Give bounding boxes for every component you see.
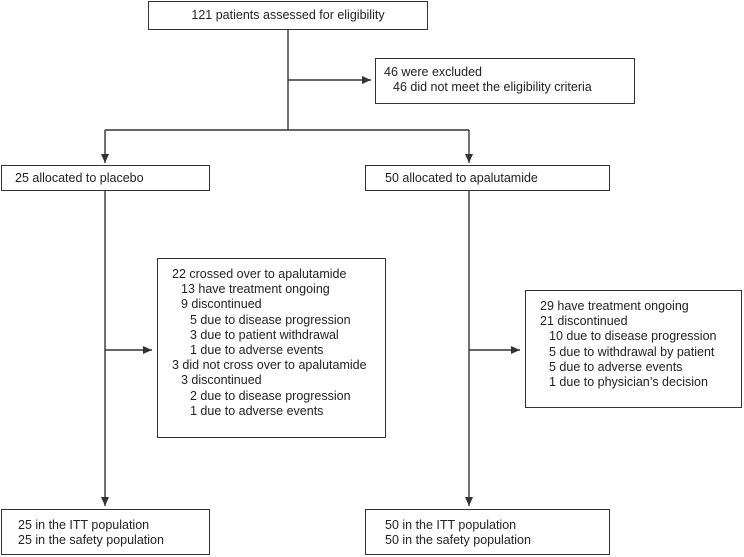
box-line: 5 due to disease progression xyxy=(190,312,351,327)
box-line: 22 crossed over to apalutamide xyxy=(172,267,347,281)
apalutamide-allocation-box: 50 allocated to apalutamide xyxy=(365,165,610,191)
box-line: 1 due to adverse events xyxy=(190,403,324,418)
apalutamide-analysis-box: 50 in the ITT population 50 in the safet… xyxy=(365,509,610,555)
placebo-itt-text: 25 in the ITT population xyxy=(18,518,150,532)
apalutamide-safety-text: 50 in the safety population xyxy=(385,533,531,548)
placebo-analysis-box: 25 in the ITT population 25 in the safet… xyxy=(1,509,210,555)
box-line: 3 did not cross over to apalutamide xyxy=(172,358,367,373)
screening-box: 121 patients assessed for eligibility xyxy=(148,1,428,30)
box-line: 46 were excluded xyxy=(384,65,482,79)
box-line: 1 due to adverse events xyxy=(190,343,324,358)
placebo-allocation-box: 25 allocated to placebo xyxy=(1,165,210,191)
box-line: 5 due to adverse events xyxy=(549,359,683,374)
box-line: 46 did not meet the eligibility criteria xyxy=(393,80,592,95)
apalutamide-itt-text: 50 in the ITT population xyxy=(385,518,517,532)
screening-text: 121 patients assessed for eligibility xyxy=(191,7,385,22)
placebo-safety-text: 25 in the safety population xyxy=(18,533,164,548)
box-line: 5 due to withdrawal by patient xyxy=(549,344,715,359)
apalutamide-allocation-text: 50 allocated to apalutamide xyxy=(385,171,538,185)
box-line: 2 due to disease progression xyxy=(190,388,351,403)
box-line: 3 discontinued xyxy=(181,373,262,388)
box-line: 29 have treatment ongoing xyxy=(540,299,689,313)
box-line: 10 due to disease progression xyxy=(549,329,717,344)
box-line: 13 have treatment ongoing xyxy=(181,282,330,297)
placebo-allocation-text: 25 allocated to placebo xyxy=(15,171,144,185)
box-line: 9 discontinued xyxy=(181,297,262,312)
box-line: 3 due to patient withdrawal xyxy=(190,327,339,342)
box-line: 1 due to physician’s decision xyxy=(549,375,708,390)
box-line: 21 discontinued xyxy=(540,314,628,329)
